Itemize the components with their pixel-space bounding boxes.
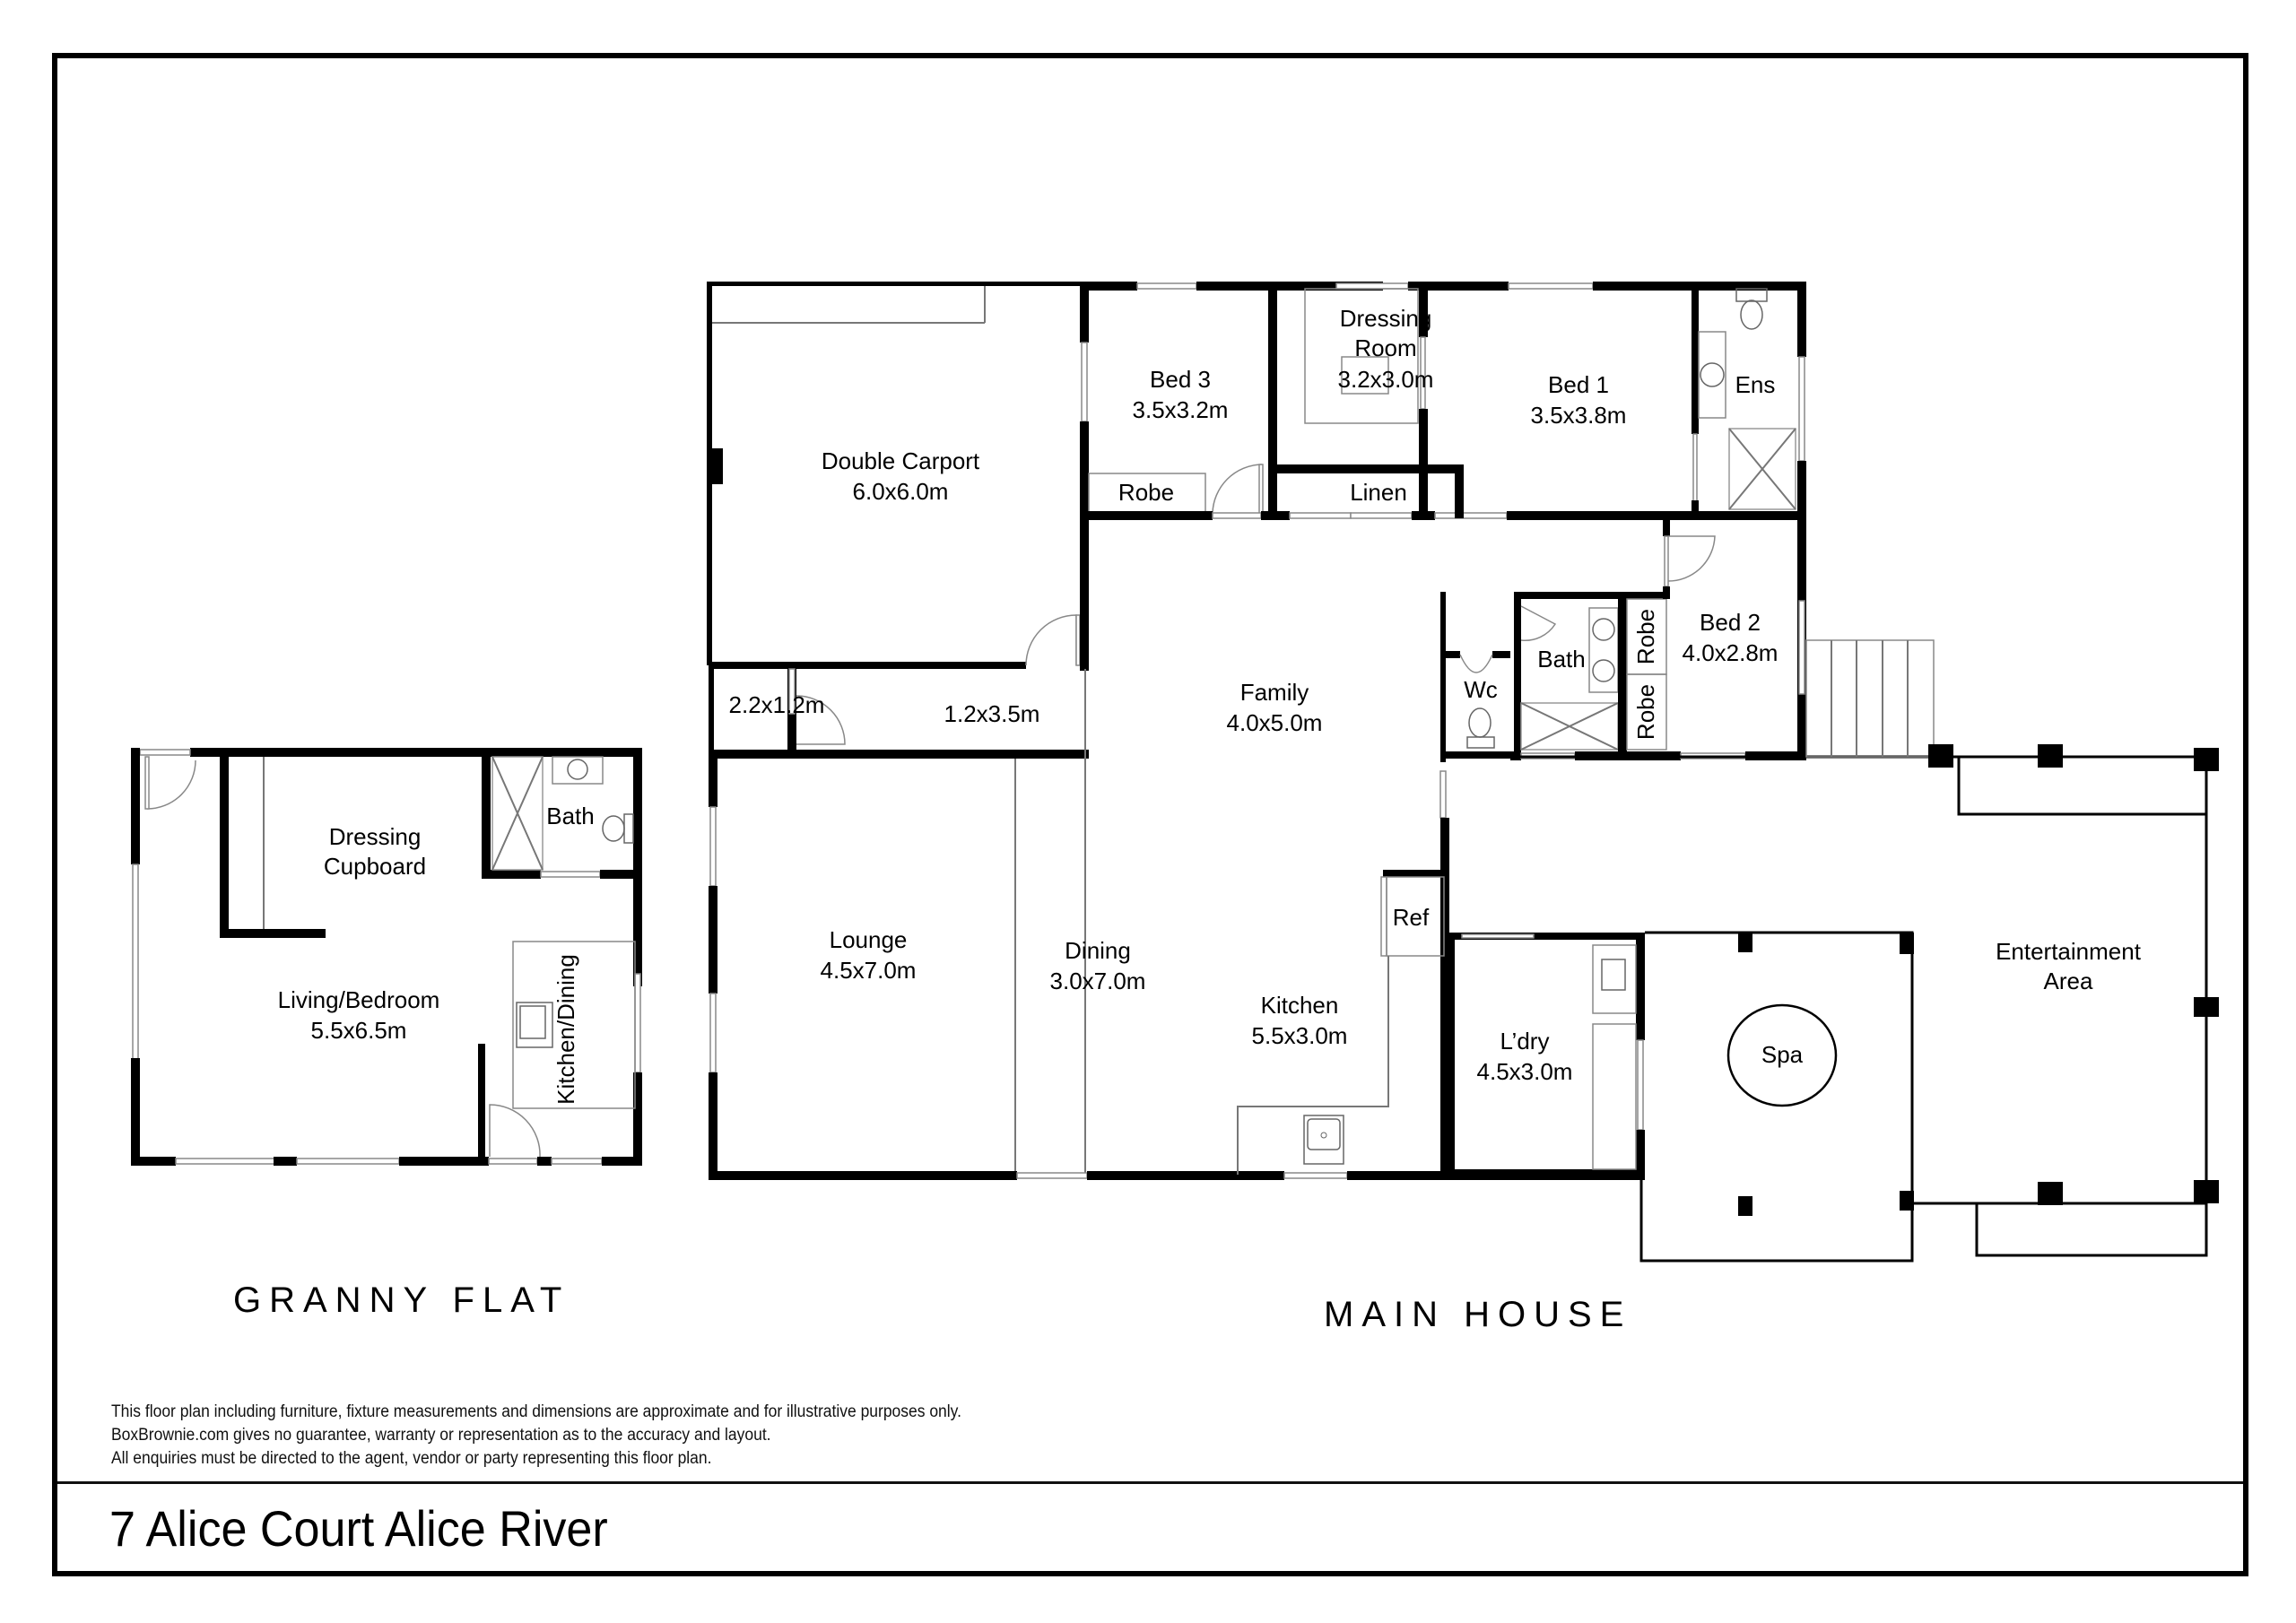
room-label-entertainment-1: Entertainment xyxy=(1996,938,2142,965)
room-dim-family: 4.0x5.0m xyxy=(1227,709,1323,736)
room-label-wc: Wc xyxy=(1464,676,1498,703)
room-label-linen: Linen xyxy=(1350,479,1407,506)
room-label-bed1: Bed 1 xyxy=(1548,371,1609,398)
room-label-dressing-cupboard-2: Cupboard xyxy=(324,853,426,880)
room-label-granny-bath: Bath xyxy=(546,803,595,829)
room-label-dressing-room-2: Room xyxy=(1354,334,1416,361)
granny-flat-labels: Dressing Cupboard Bath Living/Bedroom 5.… xyxy=(278,803,595,1105)
room-dim-bed1: 3.5x3.8m xyxy=(1531,402,1627,429)
carport xyxy=(707,282,1085,669)
room-label-entertainment-2: Area xyxy=(2044,968,2093,994)
section-label-granny-flat: GRANNY FLAT xyxy=(233,1280,570,1320)
room-dim-living-bedroom: 5.5x6.5m xyxy=(311,1017,407,1044)
section-label-main-house: MAIN HOUSE xyxy=(1324,1295,1632,1334)
room-dim-lounge: 4.5x7.0m xyxy=(821,957,917,984)
room-label-dressing-cupboard-1: Dressing xyxy=(329,823,422,850)
disclaimer-line-1: This floor plan including furniture, fix… xyxy=(111,1402,961,1421)
room-dim-carport: 6.0x6.0m xyxy=(853,478,949,505)
main-house-labels: Double Carport 6.0x6.0m Bed 3 3.5x3.2m R… xyxy=(729,305,2142,1085)
page-frame xyxy=(52,53,2248,1576)
room-dim-dressing-room: 3.2x3.0m xyxy=(1338,366,1434,393)
room-label-dining: Dining xyxy=(1065,937,1131,964)
room-dim-bed2: 4.0x2.8m xyxy=(1683,639,1779,666)
disclaimer: This floor plan including furniture, fix… xyxy=(111,1401,961,1471)
room-dim-hall: 1.2x3.5m xyxy=(944,700,1040,727)
room-dim-dining: 3.0x7.0m xyxy=(1050,968,1146,994)
room-dim-laundry: 4.5x3.0m xyxy=(1477,1058,1573,1085)
room-label-bed3: Bed 3 xyxy=(1150,366,1211,393)
room-label-ref: Ref xyxy=(1393,904,1430,931)
room-label-family: Family xyxy=(1240,679,1309,706)
room-label-spa: Spa xyxy=(1761,1041,1804,1068)
room-label-kitchen: Kitchen xyxy=(1261,992,1339,1019)
room-label-robe-1: Robe xyxy=(1632,609,1659,664)
room-label-lounge: Lounge xyxy=(830,926,908,953)
room-label-laundry: L’dry xyxy=(1500,1028,1550,1055)
granny-flat-plan xyxy=(131,748,642,1166)
room-label-bath: Bath xyxy=(1537,646,1586,673)
main-house-plan xyxy=(707,282,2219,1263)
title-divider xyxy=(57,1481,2243,1484)
room-label-robe-2: Robe xyxy=(1632,684,1659,740)
disclaimer-line-3: All enquiries must be directed to the ag… xyxy=(111,1449,712,1468)
room-label-bed2: Bed 2 xyxy=(1700,609,1761,636)
room-label-kitchen-dining: Kitchen/Dining xyxy=(552,954,579,1105)
room-label-dressing-room-1: Dressing xyxy=(1340,305,1432,332)
room-label-living-bedroom: Living/Bedroom xyxy=(278,986,440,1013)
room-dim-bed3: 3.5x3.2m xyxy=(1133,396,1229,423)
room-dim-kitchen: 5.5x3.0m xyxy=(1252,1022,1348,1049)
room-label-bed3-robe: Robe xyxy=(1118,479,1174,506)
room-label-carport: Double Carport xyxy=(822,447,980,474)
disclaimer-line-2: BoxBrownie.com gives no guarantee, warra… xyxy=(111,1426,771,1445)
room-dim-store: 2.2x1.2m xyxy=(729,691,825,718)
room-label-ensuite: Ens xyxy=(1735,371,1776,398)
property-address: 7 Alice Court Alice River xyxy=(109,1500,608,1557)
